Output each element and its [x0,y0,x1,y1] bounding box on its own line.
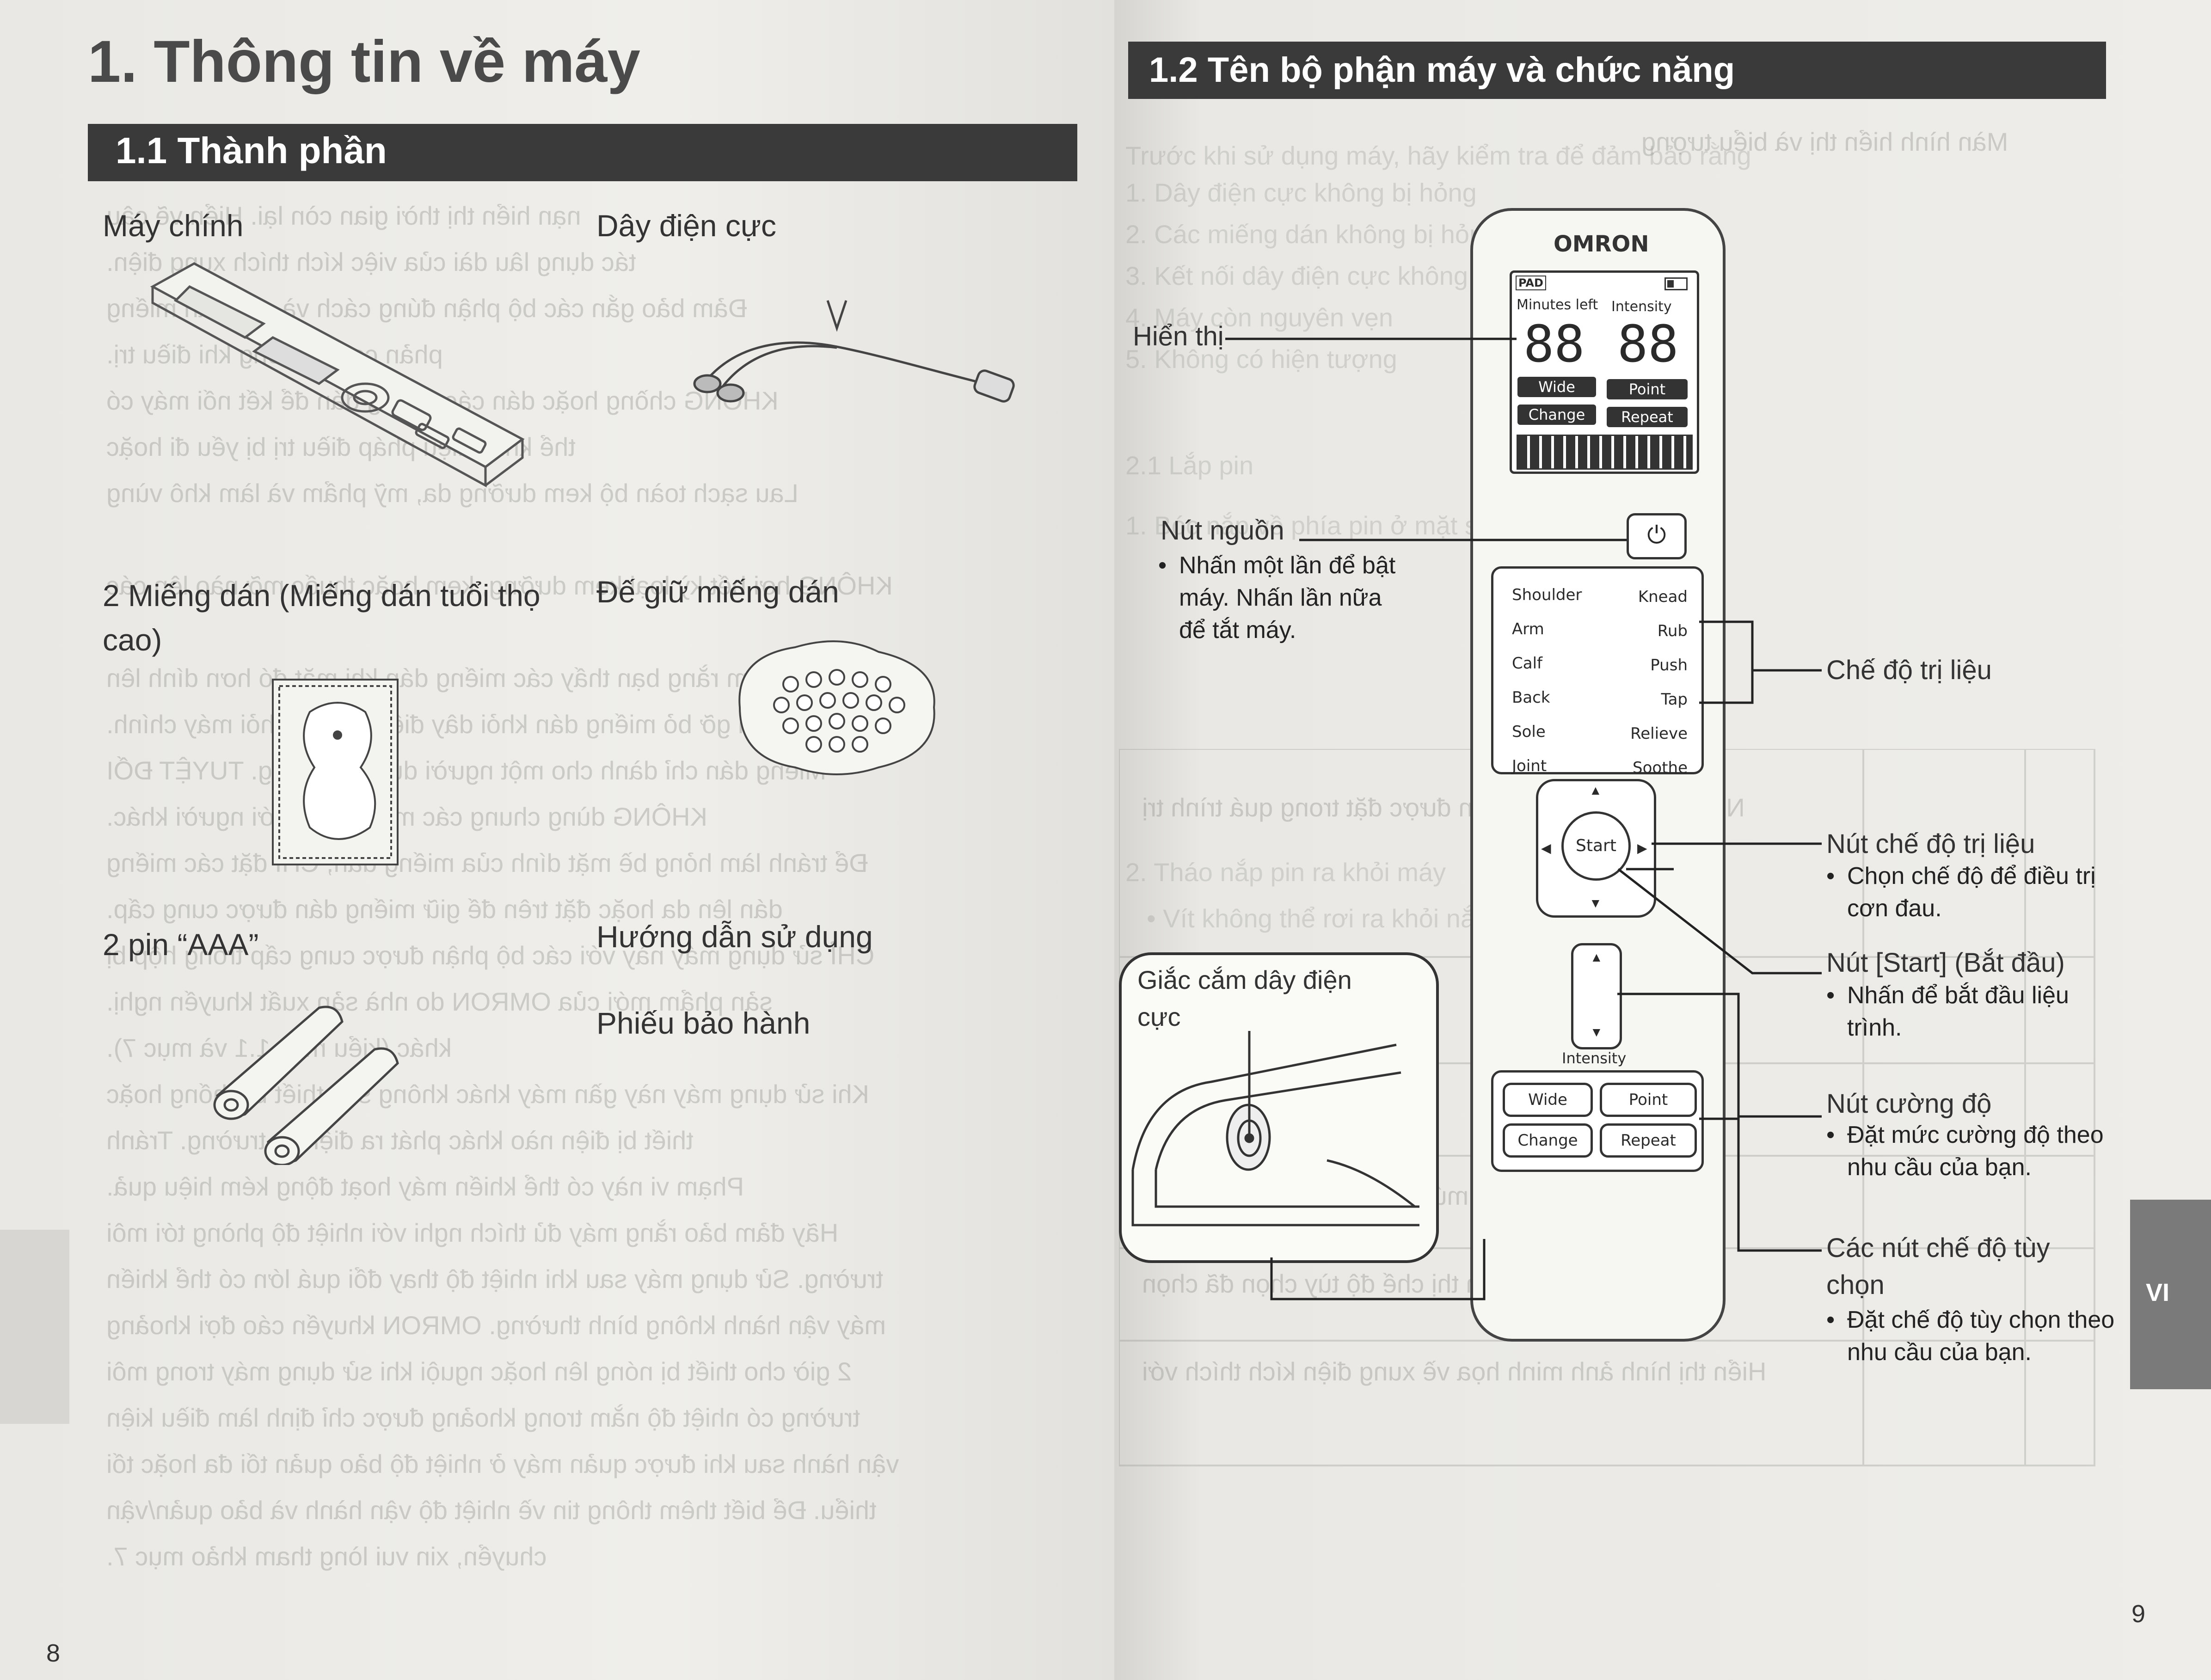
intensity-callout-desc: • Đặt mức cường độ theo nhu cầu của bạn. [1826,1119,2122,1183]
lcd-repeat: Repeat [1607,407,1688,427]
mode-tap: Tap [1661,690,1688,709]
minutes-digits: 88 [1523,314,1585,374]
start-callout-title: Nút [Start] (Bắt đầu) [1826,948,2065,978]
custom-mode-panel: Wide Point Change Repeat [1491,1070,1704,1172]
repeat-button[interactable]: Repeat [1600,1123,1697,1158]
page-title: 1. Thông tin về máy [88,29,640,95]
intensity-display-label: Intensity [1611,299,1672,315]
lcd-wide: Wide [1517,377,1596,397]
mode-shoulder: Shoulder [1512,586,1582,604]
power-callout-desc: • Nhấn một lần để bật máy. Nhấn lần nữa … [1158,549,1399,646]
intensity-button[interactable]: ▲ ▼ [1571,943,1622,1049]
mode-push: Push [1650,656,1688,674]
arrow-up-icon[interactable]: ▲ [1589,783,1602,797]
language-tab: VI [2130,1200,2211,1389]
change-button[interactable]: Change [1503,1123,1593,1158]
section-title: 1.2 Tên bộ phận máy và chức năng [1149,50,1735,90]
mode-joint: Joint [1512,757,1547,775]
therapy-button-callout-desc: • Chọn chế độ để điều trị cơn đau. [1826,860,2122,925]
arrow-down-icon[interactable]: ▼ [1589,896,1602,910]
minutes-left-label: Minutes left [1517,297,1598,313]
language-tab-label: VI [2146,1279,2170,1306]
mode-knead: Knead [1638,588,1688,606]
section-title: 1.1 Thành phần [116,130,387,171]
massage-style-list: Knead Rub Push Tap Relieve Soothe [1630,580,1688,785]
custom-callout-title: Các nút chế độ tùy chọn [1826,1233,2050,1300]
power-icon: ⏻ [1647,522,1666,549]
lcd-display: PAD Minutes left Intensity 88 88 Wide Po… [1510,270,1699,474]
pads-illustration [272,679,399,865]
jack-label: Giắc cắm dây điện cực [1137,965,1352,1031]
manual-label: Hướng dẫn sử dụng [596,920,873,954]
mode-relieve: Relieve [1630,724,1688,743]
stimulus-level-bar [1517,435,1693,470]
wide-button[interactable]: Wide [1503,1083,1593,1117]
intensity-button-label: Intensity [1562,1049,1627,1067]
therapy-button-desc-text: Chọn chế độ để điều trị cơn đau. [1847,863,2096,922]
custom-callout-desc: • Đặt chế độ tùy chọn theo nhu cầu của b… [1826,1304,2122,1368]
power-callout-title: Nút nguồn [1161,515,1284,546]
batteries-label: 2 pin “AAA” [103,927,259,962]
mode-soothe: Soothe [1633,759,1688,777]
custom-desc-text: Đặt chế độ tùy chọn theo nhu cầu của bạn… [1847,1306,2115,1366]
battery-icon [1664,277,1688,290]
electrode-cord-illustration [693,300,1015,403]
callout-lines [1225,337,1822,1300]
therapy-modes-callout: Chế độ trị liệu [1826,655,1992,685]
intensity-down-icon[interactable]: ▼ [1590,1025,1603,1039]
page-number-left: 8 [46,1639,61,1667]
mode-arm: Arm [1512,620,1544,638]
mode-rub: Rub [1657,622,1688,640]
therapy-mode-panel: Shoulder Arm Calf Back Sole Joint Knead … [1491,566,1704,777]
mode-sole: Sole [1512,723,1546,741]
display-callout: Hiển thị [1133,321,1224,351]
mode-calf: Calf [1512,654,1542,673]
section-header: 1.2 Tên bộ phận máy và chức năng [1128,42,2106,99]
mode-back: Back [1512,688,1550,707]
power-button[interactable]: ⏻ [1627,513,1687,559]
electrode-jack-illustration [1131,1031,1419,1226]
pad-holder-label: Đế giữ miếng dán [596,575,839,609]
electrode-cord-label: Dây điện cực [596,208,777,243]
lcd-point: Point [1607,379,1688,399]
body-area-list: Shoulder Arm Calf Back Sole Joint [1512,578,1582,783]
pad-indicator: PAD [1516,276,1546,290]
brand-logo: OMRON [1554,231,1649,257]
arrow-left-icon[interactable]: ◀ [1541,841,1551,855]
start-desc-text: Nhấn để bắt đầu liệu trình. [1847,982,2069,1041]
intensity-digits: 88 [1617,314,1679,374]
intensity-callout-title: Nút cường độ [1826,1089,1992,1119]
intensity-desc-text: Đặt mức cường độ theo nhu cầu của bạn. [1847,1122,2104,1181]
jack-inset [1119,952,1439,1263]
section-header: 1.1 Thành phần [88,124,1077,181]
show-through-tab [0,1230,69,1424]
power-desc-text: Nhấn một lần để bật máy. Nhấn lần nữa để… [1179,552,1396,644]
lcd-change: Change [1517,405,1596,425]
main-unit-label: Máy chính [103,208,244,243]
intensity-up-icon[interactable]: ▲ [1590,950,1603,964]
page-number-right: 9 [2131,1600,2146,1628]
arrow-right-icon[interactable]: ▶ [1637,841,1647,855]
point-button[interactable]: Point [1600,1083,1697,1117]
left-page: nạn hiển thị thời gian còn lại. Hiển vẽ … [0,0,1114,1680]
pads-label: 2 Miếng dán (Miếng dán tuổi thọ cao) [103,578,540,657]
therapy-button-callout-title: Nút chế độ trị liệu [1826,829,2035,859]
right-page: Màn hình hiển thị và biểu tượng Trước kh… [1114,0,2211,1680]
start-callout-desc: • Nhấn để bắt đầu liệu trình. [1826,979,2104,1044]
main-unit-illustration [150,262,525,488]
warranty-label: Phiếu bảo hành [596,1006,811,1040]
batteries-illustration [213,1006,399,1165]
pad-holder-illustration [738,640,935,775]
